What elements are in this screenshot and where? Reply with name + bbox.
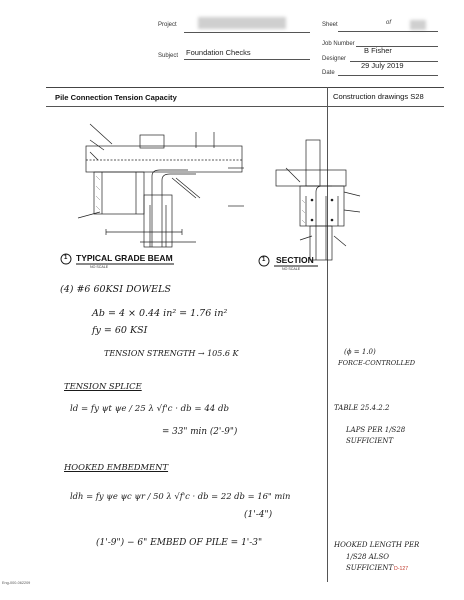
hook-embed-calc: (1'-9") − 6" EMBED OF PILE = 1'-3" <box>96 538 263 548</box>
date-value: 29 July 2019 <box>361 61 404 70</box>
designer-label: Designer <box>322 56 347 62</box>
right-drawing-title: SECTION <box>276 255 314 265</box>
page-code: D-127 <box>394 566 409 572</box>
section-title: Pile Connection Tension Capacity <box>55 93 177 102</box>
right-drawing-marker: 1 <box>262 257 266 263</box>
hook-note-line3: SUFFICIENT <box>346 564 394 572</box>
redacted-project-name <box>198 17 286 29</box>
subject-label: Subject <box>158 53 179 59</box>
date-label: Date <box>322 70 335 76</box>
dowel-spec: (4) #6 60KSI DOWELS <box>60 284 171 295</box>
phi-note: (ϕ = 1.0) <box>344 348 376 356</box>
laps-sufficient: SUFFICIENT <box>346 437 394 445</box>
splice-equation: ld = fy ψt ψe / 25 λ √f'c · db = 44 db <box>70 404 229 414</box>
hook-min: (1'-4") <box>244 510 273 520</box>
job-number-label: Job Number <box>322 41 355 47</box>
subject-value: Foundation Checks <box>186 48 251 57</box>
hook-note-line2: 1/S28 ALSO <box>346 553 389 561</box>
project-label: Project <box>158 22 177 28</box>
sheet-suffix: of <box>386 20 392 26</box>
left-drawing-title: TYPICAL GRADE BEAM <box>76 253 173 263</box>
hook-equation: ldh = fy ψe ψc ψr / 50 λ √f'c · db = 22 … <box>70 491 291 501</box>
laps-note: LAPS PER 1/S28 <box>346 426 406 434</box>
splice-heading: TENSION SPLICE <box>64 381 142 391</box>
designer-value: B Fisher <box>364 46 392 55</box>
form-code: Eng-000-062209 <box>2 581 31 585</box>
redacted-sheet-number <box>410 20 426 30</box>
yield-strength: fy = 60 KSI <box>92 325 148 336</box>
left-drawing-marker: 1 <box>64 255 68 261</box>
tension-strength: TENSION STRENGTH → 105.6 K <box>104 349 239 358</box>
left-drawing-scale: NO SCALE <box>90 265 109 269</box>
sketch-callout <box>58 126 94 131</box>
sheet-label: Sheet <box>322 22 338 28</box>
hook-heading: HOOKED EMBEDMENT <box>64 462 169 472</box>
right-drawing-scale: NO SCALE <box>282 267 301 271</box>
table-reference: TABLE 25.4.2.2 <box>334 404 390 412</box>
splice-result: = 33" min (2'-9") <box>162 427 238 437</box>
bar-area-calc: Ab = 4 × 0.44 in² = 1.76 in² <box>92 308 228 319</box>
phi-note-force-controlled: FORCE-CONTROLLED <box>338 359 416 367</box>
hook-note-line1: HOOKED LENGTH PER <box>334 541 420 549</box>
drawing-reference: Construction drawings S28 <box>333 92 424 101</box>
